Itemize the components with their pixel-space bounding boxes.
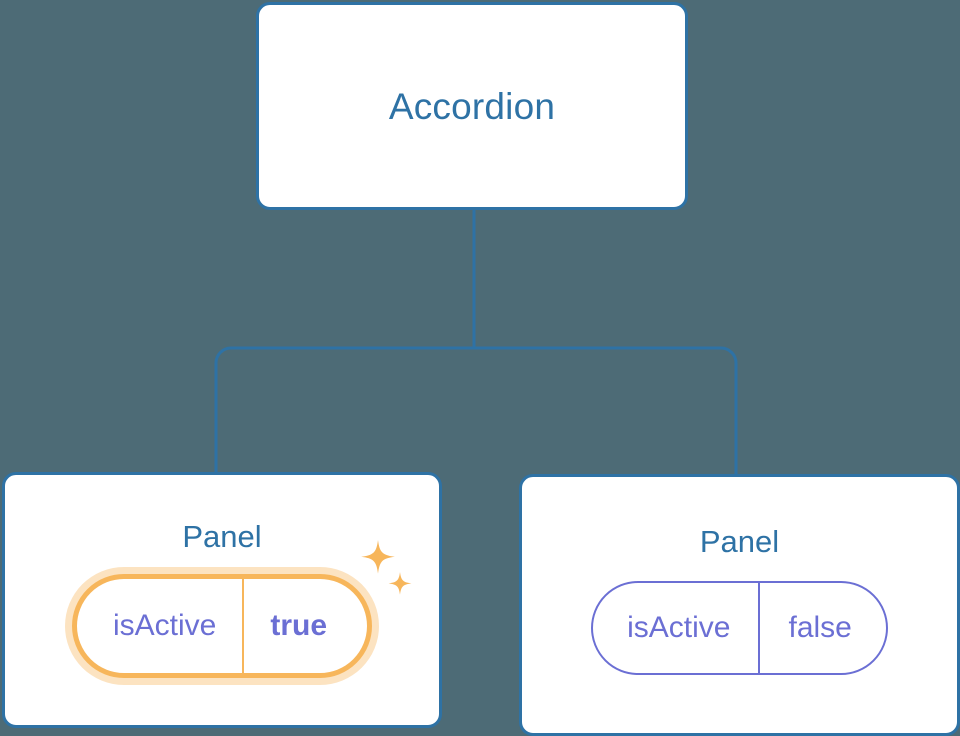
prop-pill-wrapper: isActive false — [591, 581, 888, 675]
node-accordion[interactable]: Accordion — [256, 2, 688, 210]
connector-branch-left — [214, 346, 474, 472]
node-accordion-label: Accordion — [388, 85, 556, 127]
prop-value: false — [758, 583, 885, 673]
node-panel-inactive[interactable]: Panel isActive false — [519, 474, 960, 736]
node-panel-label: Panel — [699, 524, 780, 559]
node-panel-active[interactable]: Panel isActive true — [2, 472, 442, 728]
prop-value: true — [242, 579, 367, 673]
prop-pill-isactive-true[interactable]: isActive true — [71, 574, 373, 678]
prop-key: isActive — [112, 609, 217, 642]
sparkle-small-icon — [388, 572, 412, 595]
prop-key: isActive — [627, 611, 731, 644]
prop-pill-isactive-false[interactable]: isActive false — [591, 581, 888, 675]
node-panel-label: Panel — [182, 519, 262, 554]
connector-branch-right — [474, 346, 738, 474]
prop-pill-wrapper: isActive true — [71, 540, 412, 678]
